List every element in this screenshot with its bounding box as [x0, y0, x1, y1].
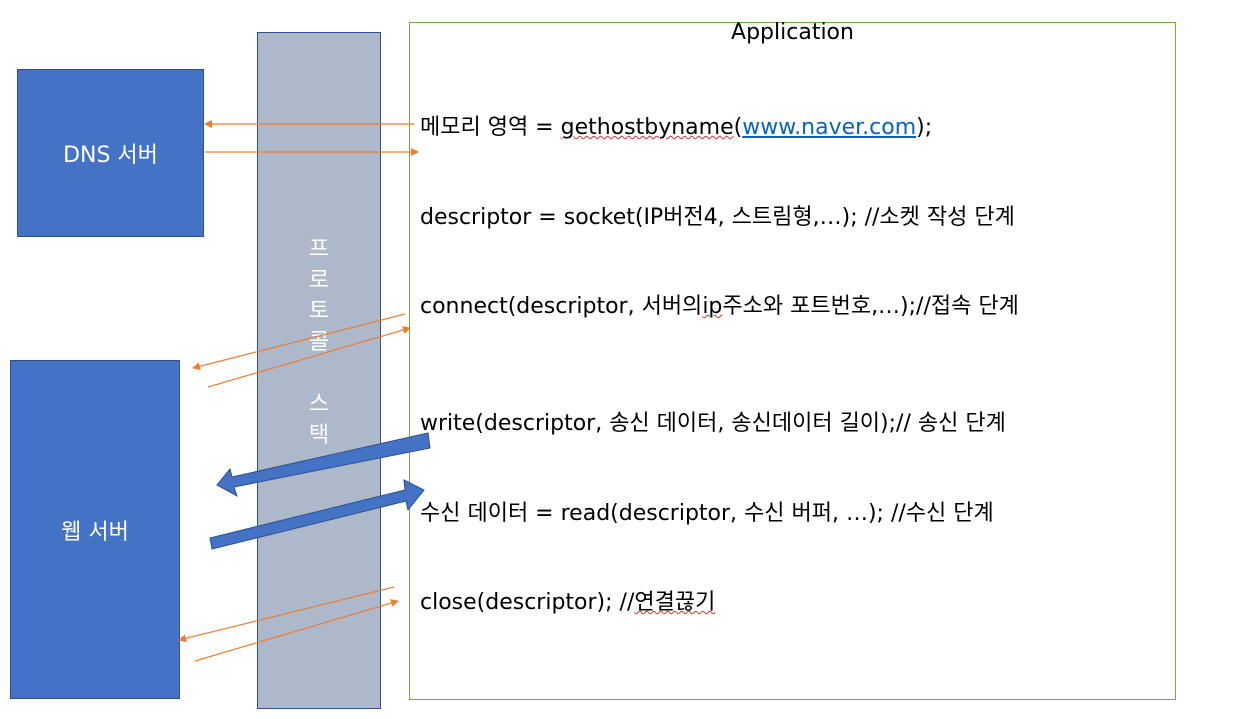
line-connect-prefix: connect(descriptor, 서버의 [420, 294, 703, 319]
receive-data-arrow [209, 479, 425, 550]
web-server-box: 웹 서버 [10, 360, 180, 699]
dns-server-label: DNS 서버 [63, 143, 158, 168]
line-close-prefix: close(descriptor); // [420, 590, 635, 615]
web-server-label: 웹 서버 [61, 519, 129, 545]
close-response-arrow [194, 599, 399, 662]
connect-request-arrow [192, 313, 406, 371]
application-box [409, 22, 1176, 700]
naver-link[interactable]: www.naver.com [742, 115, 917, 140]
paren-close: ); [916, 115, 933, 140]
connect-response-arrow [207, 326, 411, 388]
line-close: close(descriptor); //연결끊기 [420, 584, 715, 616]
application-title: Application [731, 20, 854, 45]
protocol-stack-box [257, 32, 381, 709]
gethostbyname-function: gethostbyname [560, 115, 734, 140]
disconnect-comment: 연결끊기 [634, 590, 716, 615]
close-request-arrow [178, 586, 395, 643]
line-read: 수신 데이터 = read(descriptor, 수신 버퍼, …); //수… [420, 501, 994, 526]
line-socket: descriptor = socket(IP버전4, 스트림형,…); //소켓… [420, 205, 1015, 230]
protocol-stack-label: 프 로 토 콜 스 택 [308, 237, 330, 448]
send-data-arrow [216, 432, 431, 498]
line-gethostbyname-prefix: 메모리 영역 = [420, 115, 561, 140]
line-connect: connect(descriptor, 서버의ip주소와 포트번호,…);//접… [420, 288, 1019, 320]
line-connect-suffix: 주소와 포트번호,…);//접속 단계 [722, 294, 1019, 319]
dns-server-box: DNS 서버 [17, 69, 204, 237]
paren-open: ( [733, 115, 743, 140]
line-gethostbyname: 메모리 영역 = gethostbyname(www.naver.com); [420, 109, 932, 141]
line-write: write(descriptor, 송신 데이터, 송신데이터 길이);// 송… [420, 411, 1006, 436]
ip-word: ip [702, 294, 723, 319]
